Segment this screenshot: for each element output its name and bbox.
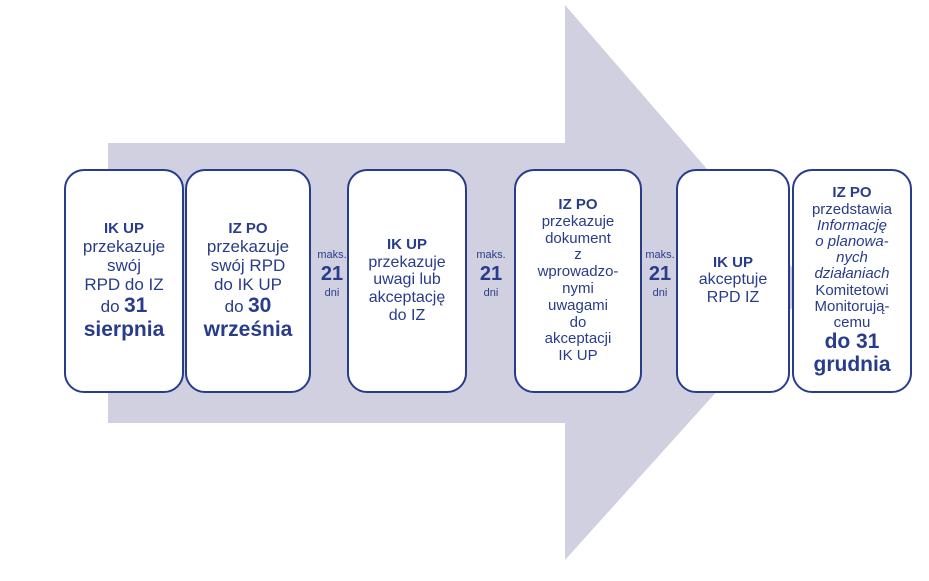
- step-actor: IZ PO: [228, 219, 268, 237]
- step-box-iz-po-present: IZ PO przedstawia Informację o planowa- …: [792, 169, 912, 393]
- step-actor: IK UP: [103, 219, 144, 237]
- step-actor: IZ PO: [832, 184, 872, 202]
- step-deadline: do 31: [100, 294, 148, 318]
- duration-label: maks. 21 dni: [317, 249, 347, 299]
- step-box-ik-up-submit: IK UP przekazuje swój RPD do IZ do 31 si…: [64, 169, 184, 393]
- step-deadline: do 31: [824, 330, 880, 354]
- step-actor: IK UP: [712, 253, 753, 271]
- step-actor: IK UP: [386, 235, 427, 253]
- step-box-iz-po-revised: IZ PO przekazuje dokument z wprowadzo- n…: [514, 169, 642, 393]
- step-deadline-month: sierpnia: [83, 317, 165, 341]
- step-box-iz-po-submit: IZ PO przekazuje swój RPD do IK UP do 30…: [185, 169, 311, 393]
- duration-label: maks. 21 dni: [476, 249, 506, 299]
- step-box-ik-up-accept: IK UP akceptuje RPD IZ: [676, 169, 790, 393]
- duration-label: maks. 21 dni: [645, 249, 675, 299]
- step-deadline: do 30: [224, 294, 272, 318]
- step-deadline-month: września: [203, 317, 293, 341]
- step-actor: IZ PO: [558, 196, 598, 214]
- step-box-ik-up-feedback: IK UP przekazuje uwagi lub akceptację do…: [347, 169, 467, 393]
- step-deadline-month: grudnia: [813, 352, 891, 376]
